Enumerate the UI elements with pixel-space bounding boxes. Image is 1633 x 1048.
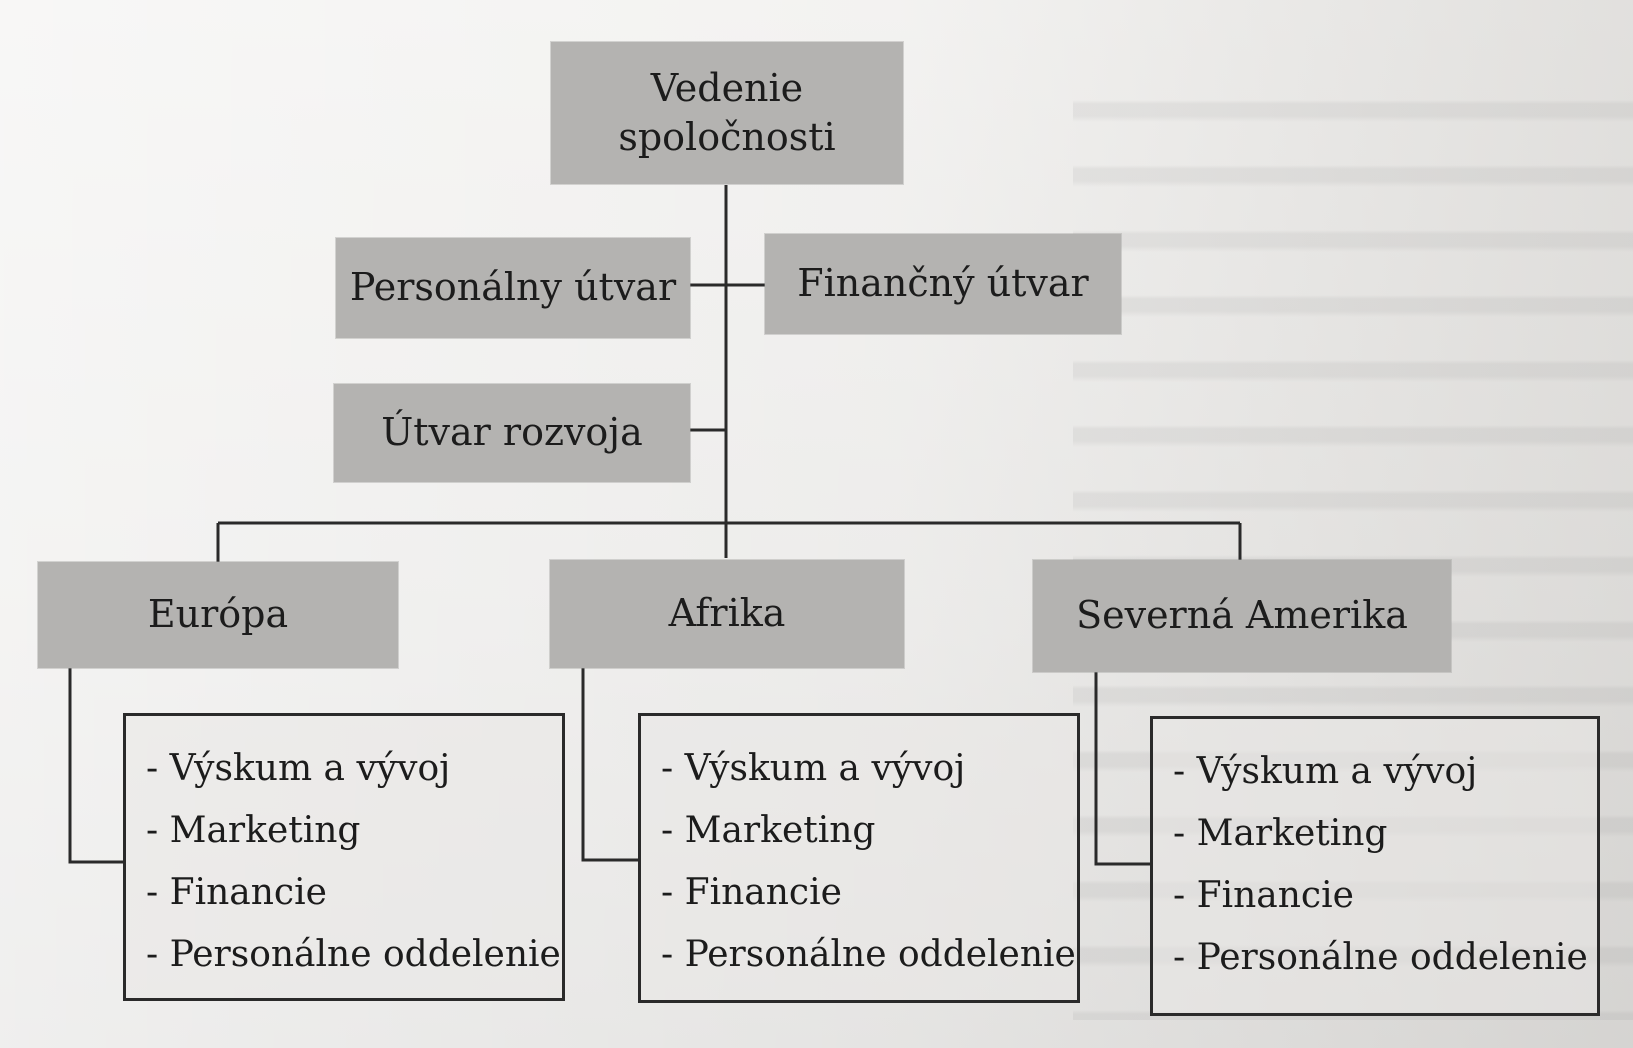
finance-unit-node: Finančný útvar xyxy=(765,234,1121,334)
personnel-unit-label: Personálny útvar xyxy=(349,265,677,310)
elbow-severna-amerika xyxy=(1094,672,1152,866)
elbow-europa xyxy=(68,668,125,864)
list-item: - Financie xyxy=(661,872,842,913)
severna-amerika-departments-box: - Výskum a vývoj - Marketing - Financie … xyxy=(1150,716,1600,1016)
elbow-afrika xyxy=(581,668,640,862)
finance-unit-label: Finančný útvar xyxy=(797,261,1089,306)
region-afrika-label: Afrika xyxy=(668,591,786,636)
list-item: - Marketing xyxy=(146,810,361,851)
list-item: - Marketing xyxy=(661,810,876,851)
list-item: - Výskum a vývoj xyxy=(1173,751,1478,792)
list-item: - Personálne oddelenie xyxy=(146,934,561,975)
list-item: - Výskum a vývoj xyxy=(146,748,451,789)
root-title-line2: spoločnosti xyxy=(618,115,836,159)
root-node: Vedenie spoločnosti xyxy=(551,42,903,184)
list-item: - Personálne oddelenie xyxy=(1173,937,1588,978)
region-europa-node: Európa xyxy=(38,562,398,668)
europa-departments-box: - Výskum a vývoj - Marketing - Financie … xyxy=(123,713,565,1001)
development-unit-node: Útvar rozvoja xyxy=(334,384,690,482)
root-title-line1: Vedenie xyxy=(650,65,804,110)
region-europa-label: Európa xyxy=(147,592,289,637)
region-severna-amerika-node: Severná Amerika xyxy=(1033,560,1451,672)
personnel-unit-node: Personálny útvar xyxy=(336,238,690,338)
list-item: - Financie xyxy=(1173,875,1354,916)
list-item: - Výskum a vývoj xyxy=(661,748,966,789)
afrika-departments-box: - Výskum a vývoj - Marketing - Financie … xyxy=(638,713,1080,1003)
list-item: - Personálne oddelenie xyxy=(661,934,1076,975)
region-severna-amerika-label: Severná Amerika xyxy=(1076,593,1408,638)
list-item: - Marketing xyxy=(1173,813,1388,854)
development-unit-label: Útvar rozvoja xyxy=(381,410,643,455)
region-afrika-node: Afrika xyxy=(550,560,904,668)
list-item: - Financie xyxy=(146,872,327,913)
